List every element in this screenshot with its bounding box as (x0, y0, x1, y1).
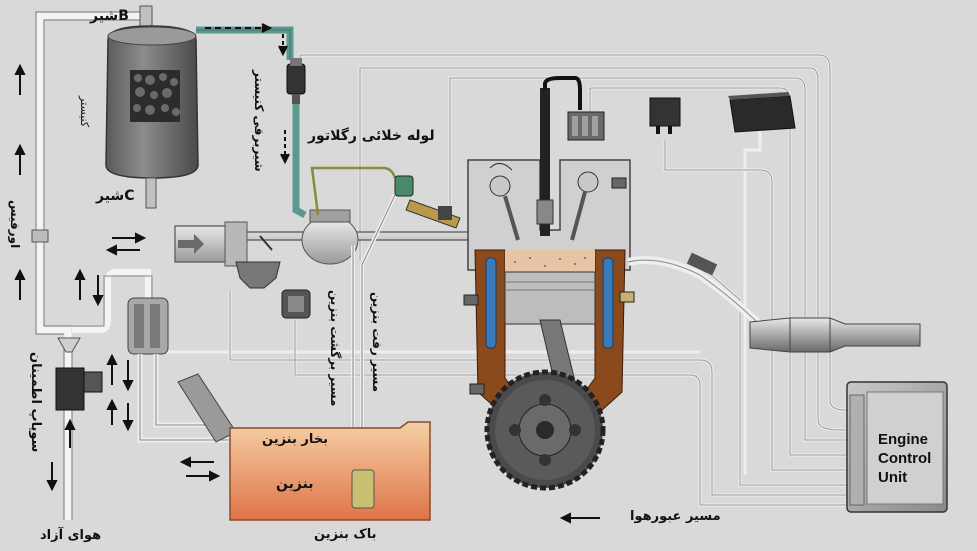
canister (106, 6, 198, 208)
orifice (32, 230, 48, 242)
fuel-tank (230, 422, 430, 520)
fuel-return-path-label: مسیر برگشت بنزین (328, 290, 342, 406)
flow-arrow-dashed (205, 24, 289, 162)
valve-c-label: شیرC (96, 188, 134, 204)
ecu-label-line1: Engine (878, 430, 931, 449)
free-air-label: هوای آزاد (40, 528, 101, 543)
fuel-vapor-label: بخار بنزین (262, 432, 328, 447)
fuel-label: بنزین (276, 476, 314, 492)
relay-large (728, 92, 795, 132)
canister-solenoid-valve (287, 58, 305, 104)
safety-valve (56, 338, 102, 410)
ecu-label-line2: Control (878, 449, 931, 468)
valve-b-label: شیرB (90, 8, 129, 24)
orifice-label: اورفیس (8, 200, 22, 248)
cam-sensor (470, 384, 484, 394)
idle-air-valve (236, 262, 310, 318)
intake-manifold (175, 210, 470, 266)
coolant-sensor (620, 292, 634, 302)
regulator-vacuum-hose (312, 168, 395, 215)
relay (650, 98, 680, 134)
ecu-label: Engine Control Unit (878, 430, 931, 487)
knock-sensor (464, 295, 478, 305)
filler-neck (178, 374, 236, 442)
canister-label: کنیستر (78, 96, 91, 127)
regulator-vacuum-hose-label: لوله خلائی رگلاتور (308, 128, 435, 144)
safety-valve-label: سوپاپ اطمینان (28, 352, 43, 452)
fuel-tank-label: باک بنزین (314, 527, 376, 542)
crankshaft-gear (487, 372, 603, 488)
purge-hose (196, 30, 305, 215)
air-path-label: مسیر عبورهوا (630, 509, 721, 524)
exhaust-system (628, 253, 920, 352)
canister-solenoid-label: شیربرقی کنیستر (252, 70, 266, 172)
ecu-label-line3: Unit (878, 468, 931, 487)
fuel-supply-path-label: مسیر رفت بنزین (370, 292, 384, 392)
